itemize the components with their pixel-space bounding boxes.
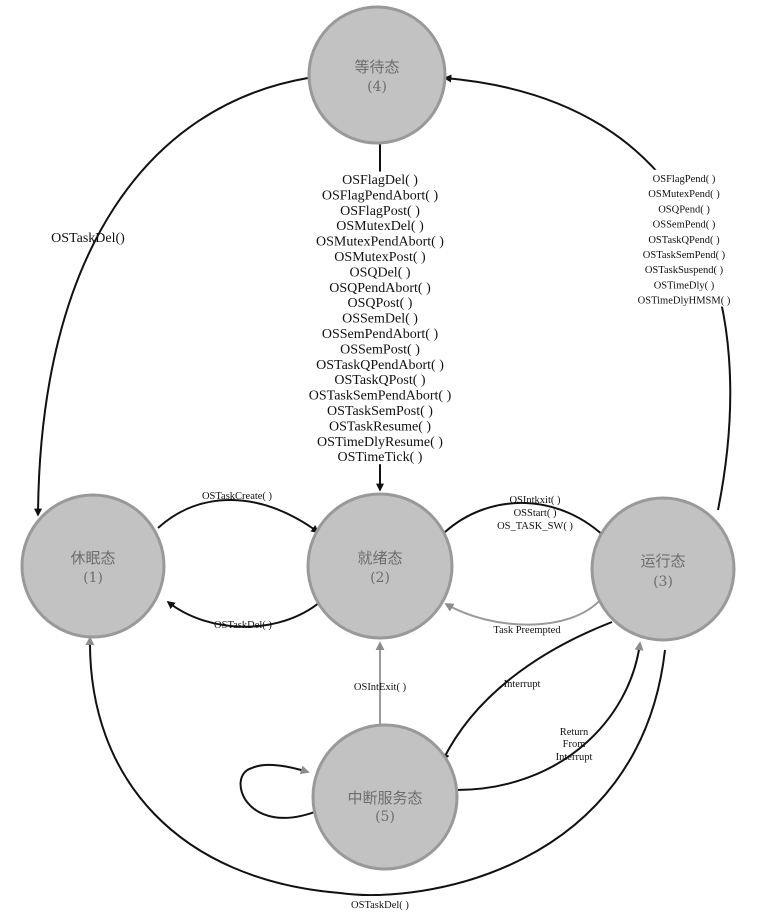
label-waiting-to-ready-item: OSQDel( ) [349,265,410,280]
label-waiting-to-ready-item: OSTaskQPost( ) [334,373,426,388]
edge-ready-to-running [444,501,610,542]
label-running-to-waiting-item-bg [629,291,739,307]
label-running-to-waiting-item-bg [629,245,739,261]
label-waiting-to-ready-item: OSFlagPost( ) [340,204,420,219]
label-waiting-to-ready-item: OSTaskSemPost( ) [327,404,433,419]
state-waiting: 等待态 (4) [307,5,447,145]
label-waiting-to-ready-item-bg [305,418,455,434]
label-running-to-waiting-item-bg [629,185,739,201]
label-running-to-waiting-item: OSTaskSuspend( ) [645,265,724,276]
label-waiting-to-ready-item: OSSemPost( ) [340,342,420,357]
label-running-to-waiting-item: OSTimeDly( ) [654,280,715,291]
label-running-to-waiting-item: OSFlagPend( ) [653,174,716,185]
svg-text:就绪态: 就绪态 [357,549,402,567]
label-waiting-to-ready-item-bg [305,248,455,264]
label-waiting-to-ready-item-bg [305,402,455,418]
state-ready: 就绪态 (2) [306,492,454,640]
state-dormant: 休眠态 (1) [20,493,166,639]
label-isr-to-ready: OSIntExit( ) [354,682,407,693]
svg-text:(5): (5) [375,809,395,825]
label-waiting-to-dormant: OSTaskDel() [51,231,125,246]
label-waiting-to-ready-item: OSTaskSemPendAbort( ) [309,389,452,404]
label-waiting-to-ready-item: OSSemDel( ) [342,312,418,327]
label-waiting-to-ready-item: OSFlagPendAbort( ) [322,188,439,203]
label-waiting-to-ready-item-bg [305,341,455,357]
edge-dormant-to-ready [157,499,320,533]
label-isr-to-dormant: OSTaskDel( ) [351,900,409,911]
svg-text:(4): (4) [367,79,387,95]
svg-text:休眠态: 休眠态 [70,549,115,567]
svg-text:中断服务态: 中断服务态 [347,789,422,807]
label-waiting-to-ready-item: OSTaskQPendAbort( ) [316,358,444,373]
label-waiting-to-ready-item-bg [305,433,455,449]
label-waiting-to-ready-item: OSMutexPost( ) [334,250,426,265]
label-waiting-to-ready-item: OSMutexPendAbort( ) [316,235,444,250]
label-waiting-to-ready-item: OSSemPendAbort( ) [322,327,439,342]
label-running-to-waiting-item-bg [629,276,739,292]
label-dormant-to-ready: OSTaskCreate( ) [202,491,273,502]
state-running: 运行态 (3) [590,496,736,642]
label-running-to-waiting-item: OSTaskQPend( ) [648,235,720,246]
label-ready-to-running-line-3: OS_TASK_SW( ) [497,521,573,532]
label-waiting-to-ready-item-bg [305,294,455,311]
label-waiting-to-ready-item-bg [305,371,455,388]
label-waiting-to-ready-item-bg [305,310,455,326]
label-running-to-waiting-item: OSQPend( ) [658,204,710,215]
label-running-to-waiting-item-bg [629,261,739,277]
label-running-to-isr: Interrupt [504,679,541,690]
label-waiting-to-ready-item-bg [305,233,455,249]
svg-text:等待态: 等待态 [354,58,399,76]
edge-running-to-isr [442,621,613,762]
label-waiting-to-ready-item-bg [305,448,455,465]
label-ready-to-running-line-2: OSStart( ) [514,508,557,519]
label-waiting-to-ready-item-bg [305,202,455,218]
label-waiting-to-ready-item-bg [305,325,455,341]
label-waiting-to-ready-item: OSQPendAbort( ) [329,281,431,296]
edge-waiting-to-dormant [34,77,309,517]
edge-isr-self-loop [239,763,321,819]
label-running-to-waiting-item-bg [629,169,739,185]
label-running-to-waiting-item-bg [629,200,739,216]
edge-running-to-ready [444,597,603,626]
label-waiting-to-ready-item-bg [305,264,455,280]
label-waiting-to-ready-item: OSTimeTick( ) [338,450,423,465]
edge-isr-to-running [455,641,644,791]
label-running-to-waiting-item: OSSemPend( ) [653,220,716,231]
label-running-to-waiting-item-bg [629,230,739,246]
label-waiting-to-ready-item-bg [305,171,455,187]
label-isr-to-running-line-1: Return [560,727,589,738]
label-waiting-to-ready-item: OSFlagDel( ) [342,173,418,188]
label-waiting-to-ready-item: OSTimeDlyResume( ) [317,435,443,450]
label-ready-to-running-line-1: OSIntkxit( ) [509,495,561,506]
label-waiting-to-ready-item: OSTaskResume( ) [329,419,431,434]
edge-isr-to-dormant [85,636,666,896]
label-waiting-to-ready-item-bg [305,387,455,403]
label-ready-to-running: OSIntkxit( ) OSStart( ) OS_TASK_SW( ) [497,495,573,532]
label-waiting-to-ready-item-bg [305,356,455,372]
label-isr-to-running-line-3: Interrupt [556,752,593,763]
label-ready-to-dormant: OSTaskDel( ) [214,620,272,631]
label-running-to-ready: Task Preempted [493,625,561,636]
label-waiting-to-ready-item-bg [305,187,455,203]
label-isr-to-running-line-2: From [563,739,586,750]
label-running-to-waiting-item: OSTaskSemPend( ) [643,250,726,261]
running-to-waiting-label-list: OSFlagPend( ) OSMutexPend( ) OSQPend( ) OSS… [629,169,739,307]
label-background [336,896,424,911]
label-running-to-waiting-item: OSMutexPend( ) [648,189,720,200]
label-waiting-to-ready-item: OSMutexDel( ) [336,219,424,234]
svg-text:(2): (2) [370,570,390,586]
label-waiting-to-ready-item-bg [305,217,455,234]
label-running-to-waiting-item: OSTimeDlyHMSM( ) [638,296,731,307]
svg-text:运行态: 运行态 [640,552,685,570]
state-isr: 中断服务态 (5) [311,723,459,871]
label-waiting-to-ready-item-bg [305,279,455,295]
waiting-to-ready-label-list: OSFlagDel( )OSFlagPendAbort( )OSFlagPost… [305,171,455,465]
label-waiting-to-ready-item: OSQPost( ) [348,296,413,311]
label-running-to-waiting-item-bg [629,215,739,231]
svg-text:(3): (3) [653,574,673,590]
svg-text:(1): (1) [83,570,103,586]
edge-ready-to-dormant [166,601,321,628]
label-isr-to-running: Return From Interrupt [556,727,593,763]
